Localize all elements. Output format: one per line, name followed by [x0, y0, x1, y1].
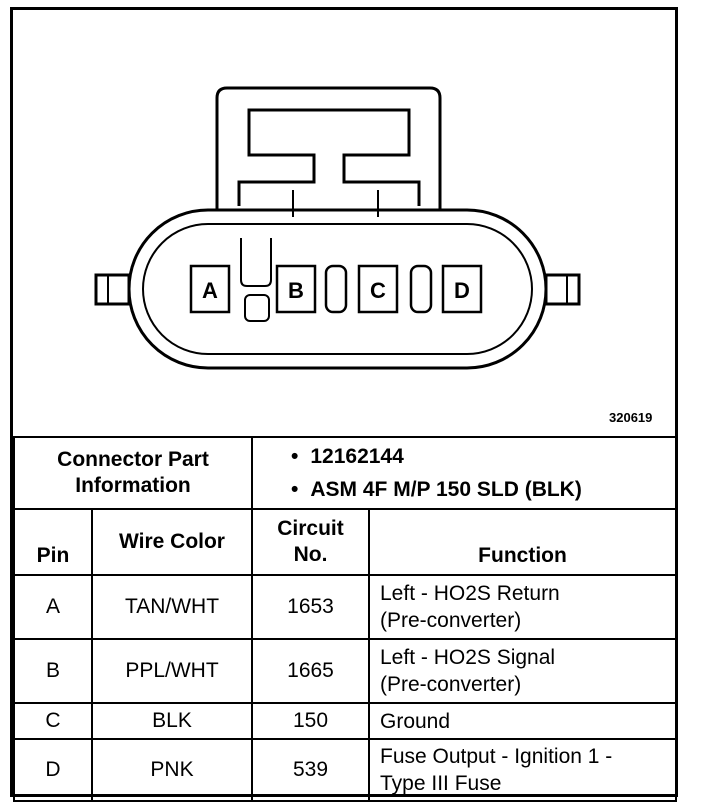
circuit-cell: 150 — [251, 702, 370, 740]
connector-sheet: A B C D 320619 Connector Part Informatio… — [10, 7, 678, 802]
connector-body-outer — [127, 208, 548, 370]
pin-label-b: B — [288, 278, 304, 303]
circuit-cell: 1653 — [251, 574, 370, 640]
pin-cavity-a — [189, 264, 231, 314]
pinout-table: Connector Part Information 12162144 ASM … — [13, 436, 677, 802]
connector-body-inner — [142, 223, 533, 355]
wire-color-cell: PNK — [91, 738, 253, 802]
wire-color-cell: TAN/WHT — [91, 574, 253, 640]
pin-cell: C — [13, 702, 93, 740]
right-side-tab — [544, 273, 581, 306]
function-cell: Left - HO2S Return (Pre-converter) — [368, 574, 677, 640]
keying-slot — [240, 238, 272, 287]
function-cell: Fuse Output - Ignition 1 - Type III Fuse — [368, 738, 677, 802]
pin-cell: A — [13, 574, 93, 640]
function-cell: Left - HO2S Signal (Pre-converter) — [368, 638, 677, 704]
connector-info-row: Connector Part Information 12162144 ASM … — [13, 436, 677, 510]
connector-info-label: Connector Part Information — [13, 436, 253, 510]
pin-label-a: A — [202, 278, 218, 303]
keying-post — [244, 294, 270, 322]
pin-label-d: D — [454, 278, 470, 303]
pin-cavity-c — [357, 264, 399, 314]
connector-latch — [215, 86, 442, 210]
pin-label-c: C — [370, 278, 386, 303]
connector-info-values: 12162144 ASM 4F M/P 150 SLD (BLK) — [251, 436, 677, 510]
circuit-cell: 539 — [251, 738, 370, 802]
cavity-separator-1 — [324, 264, 348, 314]
pin-cell: D — [13, 738, 93, 802]
connector-latch-inner — [237, 108, 421, 206]
function-cell: Ground — [368, 702, 677, 740]
figure-id: 320619 — [609, 410, 653, 425]
header-circuit: Circuit No. — [251, 508, 370, 576]
table-row: D PNK 539 Fuse Output - Ignition 1 - Typ… — [13, 738, 677, 802]
table-row: A TAN/WHT 1653 Left - HO2S Return (Pre-c… — [13, 574, 677, 640]
header-function: Function — [368, 508, 677, 576]
pin-cavity-b — [275, 264, 317, 314]
column-headers: Pin Wire Color Circuit No. Function — [13, 508, 677, 576]
circuit-cell: 1665 — [251, 638, 370, 704]
table-row: C BLK 150 Ground — [13, 702, 677, 740]
wire-color-cell: BLK — [91, 702, 253, 740]
cavity-separator-2 — [409, 264, 433, 314]
left-side-tab — [94, 273, 131, 306]
wire-color-cell: PPL/WHT — [91, 638, 253, 704]
part-number: 12162144 — [291, 440, 675, 473]
pin-cell: B — [13, 638, 93, 704]
part-description: ASM 4F M/P 150 SLD (BLK) — [291, 473, 675, 506]
header-pin: Pin — [13, 508, 93, 576]
pin-cavity-d — [441, 264, 483, 314]
connector-diagram: A B C D — [94, 86, 581, 370]
header-wire-color: Wire Color — [91, 508, 253, 576]
table-row: B PPL/WHT 1665 Left - HO2S Signal (Pre-c… — [13, 638, 677, 704]
